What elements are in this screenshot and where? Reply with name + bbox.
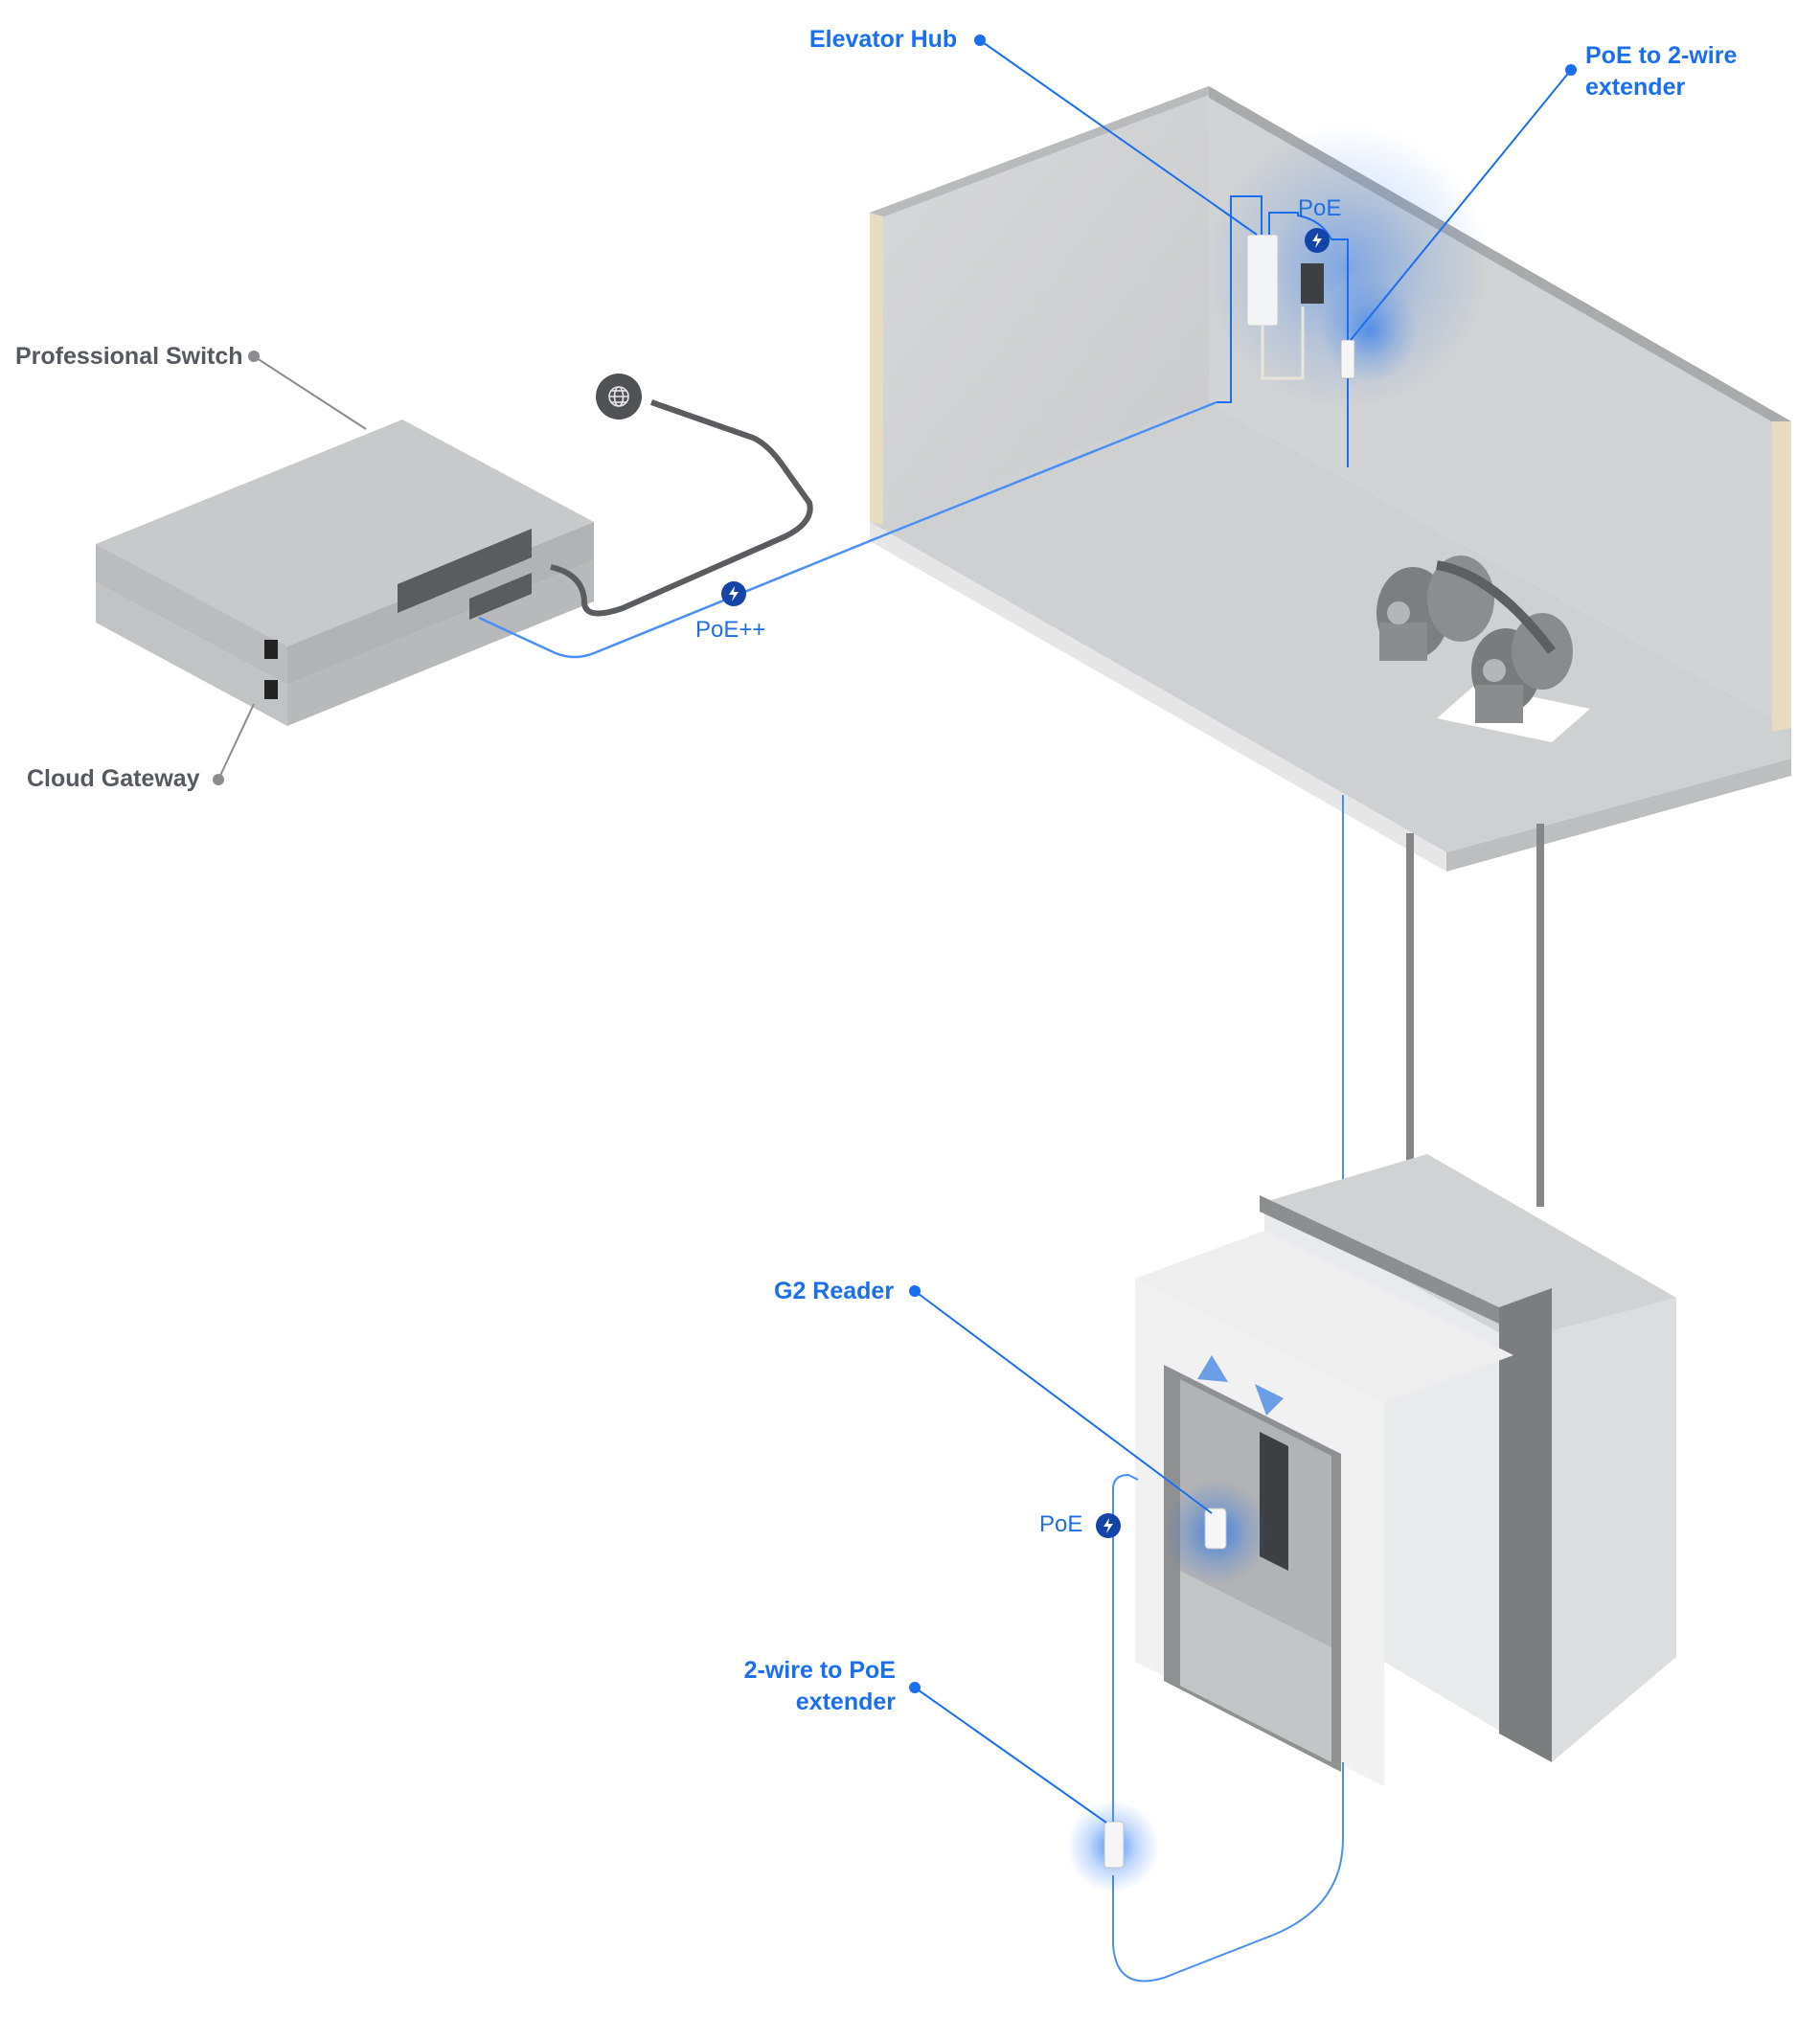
relay-board — [1301, 263, 1324, 304]
2wire-to-poe-device — [1103, 1821, 1125, 1869]
up-arrow-indicator — [1197, 1355, 1228, 1382]
floor-edge-right — [1446, 759, 1791, 872]
label-poe-to-2wire-line1: PoE to 2-wire — [1585, 42, 1738, 69]
switch-ports — [398, 529, 532, 613]
traction-machine — [1376, 555, 1573, 723]
machine-room-poe-badge — [1305, 228, 1330, 253]
label-professional-switch: Professional Switch — [15, 343, 243, 370]
reader-poe-cable — [1112, 1473, 1139, 1822]
gateway-ports — [469, 573, 532, 620]
switch-stack — [96, 419, 594, 726]
cabin-sling — [1499, 1288, 1552, 1762]
label-elevator-hub: Elevator Hub — [809, 26, 958, 53]
label-g2-reader: G2 Reader — [774, 1278, 895, 1304]
machine-room — [870, 86, 1791, 872]
cabin-poe-badge — [1096, 1513, 1121, 1538]
leader-elevator-hub — [979, 39, 1258, 236]
leader-poe-to-2wire — [1350, 69, 1572, 341]
machine-room-poe-label: PoE — [1298, 195, 1342, 221]
g2-reader-device — [1204, 1507, 1227, 1550]
internet-cable — [550, 399, 813, 617]
label-poe-to-2wire-line2: extender — [1585, 74, 1686, 101]
poe-plus-plus-badge — [721, 581, 746, 606]
lightning-bolt-icon — [1312, 233, 1322, 248]
leader-cloud-gateway — [217, 703, 255, 781]
elevator-cabin — [1135, 1154, 1676, 1801]
floor-edge-left — [870, 522, 1446, 872]
cloud-gateway-front — [287, 560, 594, 726]
lightning-bolt-icon — [1103, 1518, 1113, 1533]
label-cloud-gateway: Cloud Gateway — [27, 765, 200, 792]
label-2wire-to-poe-line2: extender — [795, 1689, 896, 1715]
leader-g2-reader — [914, 1290, 1213, 1514]
poe-plus-plus-cable — [478, 400, 1217, 659]
poe-plus-plus-label: PoE++ — [695, 617, 766, 643]
cabin-cable-loop — [1112, 1762, 1344, 1983]
label-2wire-to-poe-line1: 2-wire to PoE — [743, 1657, 896, 1684]
cabin-poe-label: PoE — [1039, 1511, 1083, 1537]
leader-professional-switch — [253, 355, 367, 430]
poe-to-2wire-device — [1340, 339, 1355, 379]
lightning-bolt-icon — [729, 586, 739, 601]
elevator-hub-device — [1246, 234, 1279, 327]
globe-icon — [608, 386, 629, 407]
down-arrow-indicator — [1255, 1384, 1284, 1416]
professional-switch-top — [96, 419, 594, 646]
leader-2wire-to-poe — [914, 1687, 1107, 1824]
left-wall — [870, 86, 1209, 522]
